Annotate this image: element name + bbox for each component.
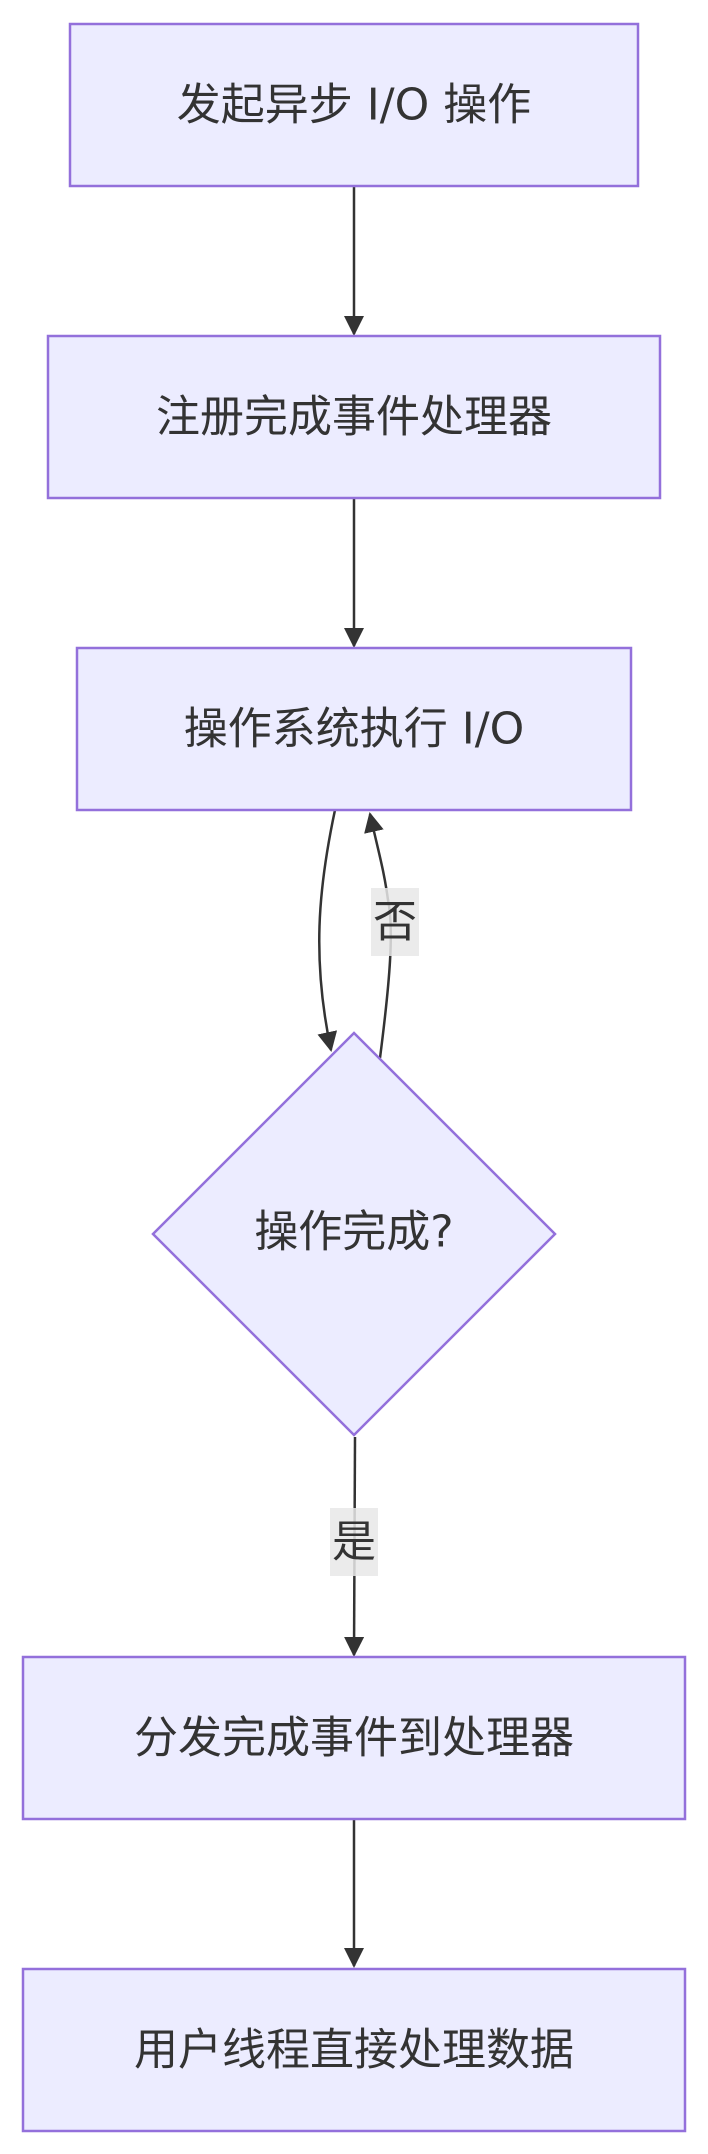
node-register-label: 注册完成事件处理器 bbox=[156, 392, 552, 443]
edge-os-exec-to-decision bbox=[317, 809, 338, 1052]
edge-label-no: 否 bbox=[371, 888, 419, 956]
node-decision: 操作完成? bbox=[151, 1031, 557, 1437]
edge-label-yes: 是 bbox=[330, 1508, 378, 1576]
node-start-label: 发起异步 I/O 操作 bbox=[177, 80, 531, 131]
node-dispatch: 分发完成事件到处理器 bbox=[21, 1655, 687, 1821]
node-decision-label: 操作完成? bbox=[254, 1207, 453, 1258]
edge-label-no-text: 否 bbox=[373, 897, 417, 948]
node-dispatch-label: 分发完成事件到处理器 bbox=[134, 1713, 574, 1764]
node-os-exec: 操作系统执行 I/O bbox=[75, 646, 633, 812]
edge-label-yes-text: 是 bbox=[332, 1517, 376, 1568]
node-start: 发起异步 I/O 操作 bbox=[68, 22, 640, 188]
node-register: 注册完成事件处理器 bbox=[46, 334, 662, 500]
node-process: 用户线程直接处理数据 bbox=[21, 1967, 687, 2133]
node-os-exec-label: 操作系统执行 I/O bbox=[184, 704, 524, 755]
node-process-label: 用户线程直接处理数据 bbox=[134, 2025, 574, 2076]
